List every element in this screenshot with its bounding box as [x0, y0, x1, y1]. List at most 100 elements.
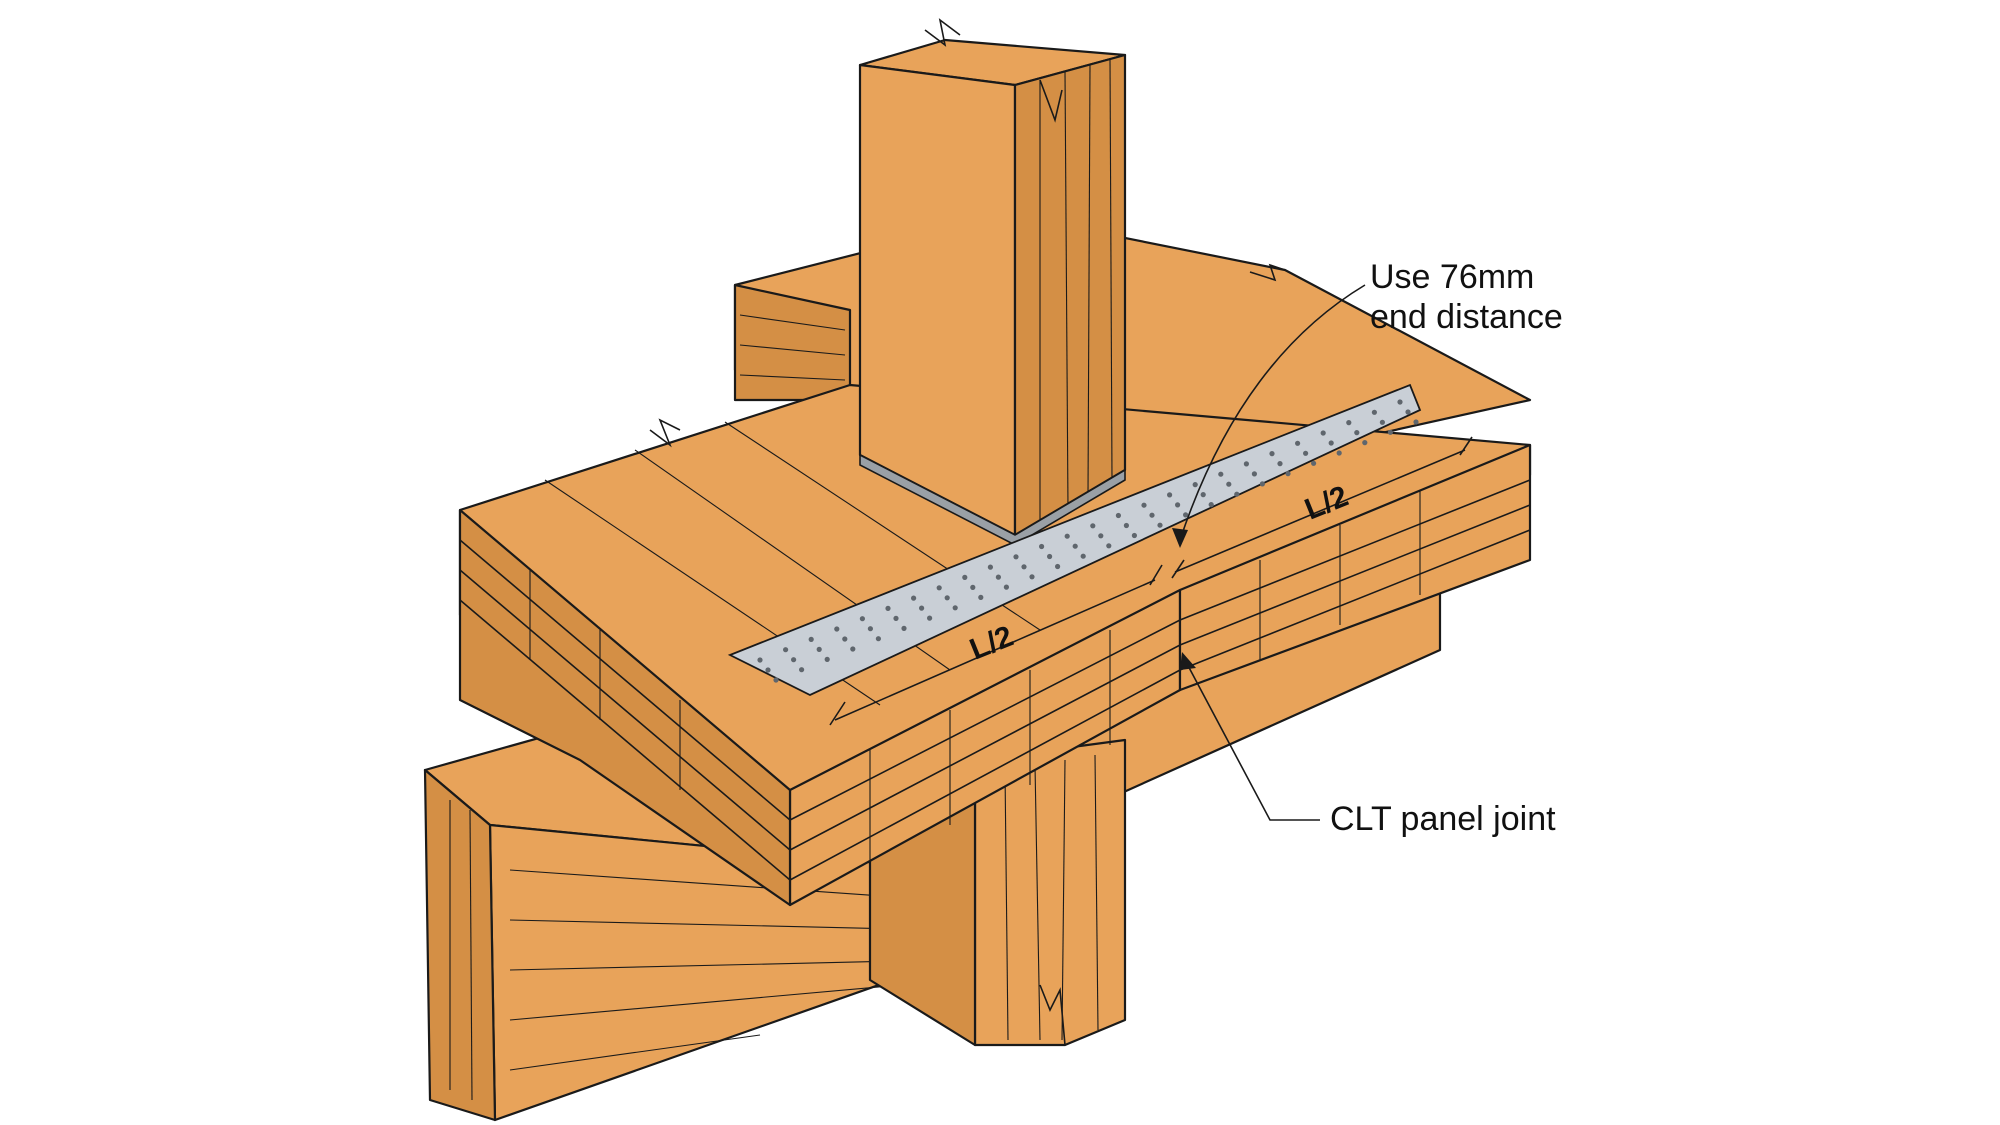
slab-break-mark: [649, 418, 681, 448]
fastener-hole: [791, 657, 797, 663]
fastener-hole: [1003, 584, 1010, 590]
panel-joint-leader: [1184, 659, 1320, 821]
fastener-hole: [1149, 512, 1155, 518]
fastener-hole: [859, 616, 866, 622]
fastener-hole: [1021, 564, 1027, 570]
upper-column-break-mark: [924, 18, 961, 47]
lower-column: [868, 738, 1127, 1047]
fastener-hole: [757, 657, 763, 663]
fastener-hole: [1029, 574, 1035, 580]
upper-column: [858, 18, 1127, 546]
fastener-hole: [1141, 502, 1147, 508]
callout-leaders: [1172, 284, 1366, 821]
end-distance-callout-line2: end distance: [1370, 298, 1563, 336]
fastener-hole: [1200, 492, 1206, 498]
upper-beam-break-mark: [1249, 263, 1286, 282]
fastener-hole: [1167, 492, 1173, 498]
fastener-hole: [1013, 554, 1019, 560]
fastener-hole: [1072, 543, 1078, 549]
fastener-hole: [1405, 409, 1411, 415]
upper-column-right: [1013, 53, 1127, 537]
dim-tick-left: [829, 701, 846, 726]
dim-line-right: [1174, 449, 1466, 573]
fastener-hole: [1243, 461, 1249, 467]
fastener-hole: [1106, 543, 1112, 549]
fastener-hole: [1175, 502, 1181, 508]
fastener-hole: [1303, 450, 1309, 456]
fastener-hole: [1234, 491, 1240, 497]
fastener-hole: [1371, 409, 1377, 415]
fastener-hole: [1090, 523, 1096, 529]
fastener-hole: [952, 605, 958, 611]
fastener-hole: [850, 646, 856, 652]
fastener-hole: [783, 647, 789, 653]
fastener-hole: [1055, 563, 1061, 570]
fastener-hole: [911, 595, 917, 601]
fastener-hole: [1192, 482, 1198, 488]
fastener-hole: [1131, 532, 1137, 539]
fastener-hole: [1277, 461, 1283, 467]
fastener-hole: [1115, 512, 1121, 519]
strap-fastener-holes: [757, 399, 1419, 683]
panel-joint-callout: CLT panel joint: [1330, 800, 1556, 838]
fastener-hole: [1346, 420, 1352, 426]
fastener-hole: [978, 594, 984, 601]
fastener-hole: [867, 626, 874, 632]
fastener-hole: [842, 636, 848, 642]
fastener-hole: [995, 574, 1002, 580]
lower-beam-end: [423, 768, 497, 1122]
lower-beam-grain: [449, 800, 941, 1101]
fastener-hole: [1039, 543, 1045, 550]
fastener-hole: [936, 585, 942, 591]
fastener-hole: [1080, 553, 1086, 559]
fastener-hole: [1397, 399, 1403, 405]
fastener-hole: [834, 626, 840, 632]
fastener-hole: [808, 636, 814, 643]
fastener-hole: [1064, 533, 1070, 539]
fastener-hole: [824, 656, 830, 663]
fastener-hole: [1336, 450, 1342, 456]
fastener-hole: [970, 584, 976, 591]
bearing-plate: [859, 453, 1126, 546]
fastener-hole: [1123, 522, 1129, 529]
end-distance-callout-line1: Use 76mm: [1370, 258, 1534, 296]
fastener-hole: [816, 646, 822, 653]
fastener-hole: [1218, 471, 1224, 477]
dim-tick-center-b: [1171, 559, 1185, 579]
lower-column-break-mark: [1039, 984, 1066, 1046]
fastener-hole: [893, 615, 899, 622]
fastener-hole: [1047, 553, 1053, 560]
fastener-hole: [1269, 451, 1275, 457]
end-distance-leader: [1179, 284, 1366, 541]
fastener-hole: [1320, 430, 1326, 436]
fastener-hole: [1157, 522, 1163, 528]
fastener-hole: [919, 605, 925, 611]
steel-strap: [727, 383, 1422, 696]
fastener-hole: [927, 615, 933, 621]
fastener-hole: [1098, 533, 1104, 539]
fastener-hole: [885, 605, 891, 612]
fastener-hole: [1183, 512, 1189, 518]
fastener-hole: [1285, 471, 1291, 477]
dim-tick-center-a: [1149, 564, 1163, 586]
fastener-hole: [1251, 471, 1257, 477]
fastener-hole: [1379, 419, 1385, 425]
fastener-hole: [1311, 460, 1317, 466]
fastener-hole: [1208, 502, 1214, 508]
upper-column-left: [858, 63, 1017, 537]
fastener-hole: [1362, 440, 1368, 446]
fastener-hole: [799, 667, 805, 673]
fastener-hole: [944, 595, 950, 601]
fastener-hole: [901, 625, 907, 632]
fastener-hole: [875, 636, 882, 642]
slab-left-face: [458, 508, 792, 907]
panel-joint-arrowhead: [1180, 652, 1196, 670]
fastener-hole: [962, 574, 968, 581]
fastener-hole: [773, 677, 779, 683]
fastener-hole: [765, 667, 771, 673]
dim-line-left: [834, 579, 1156, 721]
fastener-hole: [1295, 440, 1301, 446]
fastener-hole: [987, 564, 994, 570]
fastener-hole: [1413, 419, 1419, 425]
slab-board-joints: [529, 490, 1421, 865]
